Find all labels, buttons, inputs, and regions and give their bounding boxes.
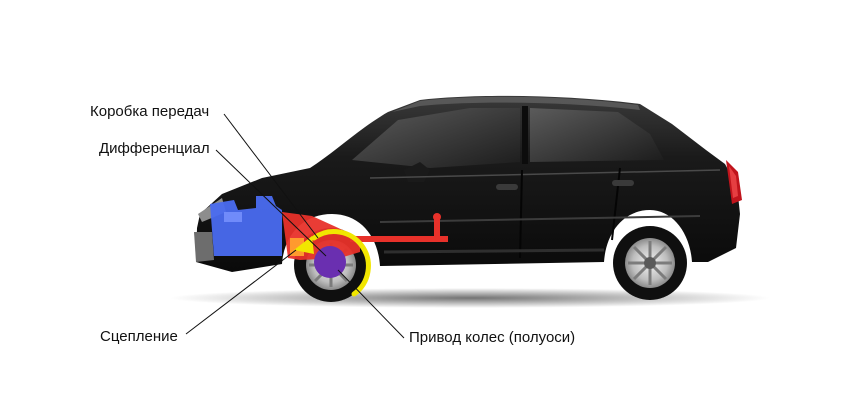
door-handle-front — [496, 184, 518, 190]
front-window — [352, 108, 520, 168]
shift-lever — [434, 218, 440, 242]
front-bumper — [194, 232, 214, 262]
rear-window — [530, 108, 664, 162]
leader-clutch — [185, 249, 297, 335]
belt-line — [369, 169, 721, 179]
roof-highlight — [392, 96, 640, 112]
tail-light-highlight — [729, 166, 738, 198]
door-handle-rear — [612, 180, 634, 186]
label-gearbox: Коробка передач — [90, 103, 210, 120]
side-sill — [383, 248, 605, 254]
leader-gearbox — [223, 113, 319, 239]
label-wheel-drive: Привод колес (полуоси) — [409, 329, 576, 346]
label-clutch: Сцепление — [100, 328, 178, 345]
ground-shadow — [170, 288, 770, 308]
rotation-arrow — [311, 229, 371, 297]
rotation-arrowhead — [294, 236, 314, 254]
rear-wheel — [613, 226, 687, 300]
engine-detail — [224, 212, 242, 222]
engine-block — [210, 196, 282, 256]
shift-knob — [433, 213, 441, 221]
shift-linkage — [350, 236, 448, 242]
door-seam-front — [519, 169, 523, 259]
door-molding — [379, 215, 701, 223]
label-differential: Дифференциал — [99, 140, 210, 157]
leader-wheel-drive — [337, 269, 405, 339]
leader-differential — [215, 149, 327, 257]
